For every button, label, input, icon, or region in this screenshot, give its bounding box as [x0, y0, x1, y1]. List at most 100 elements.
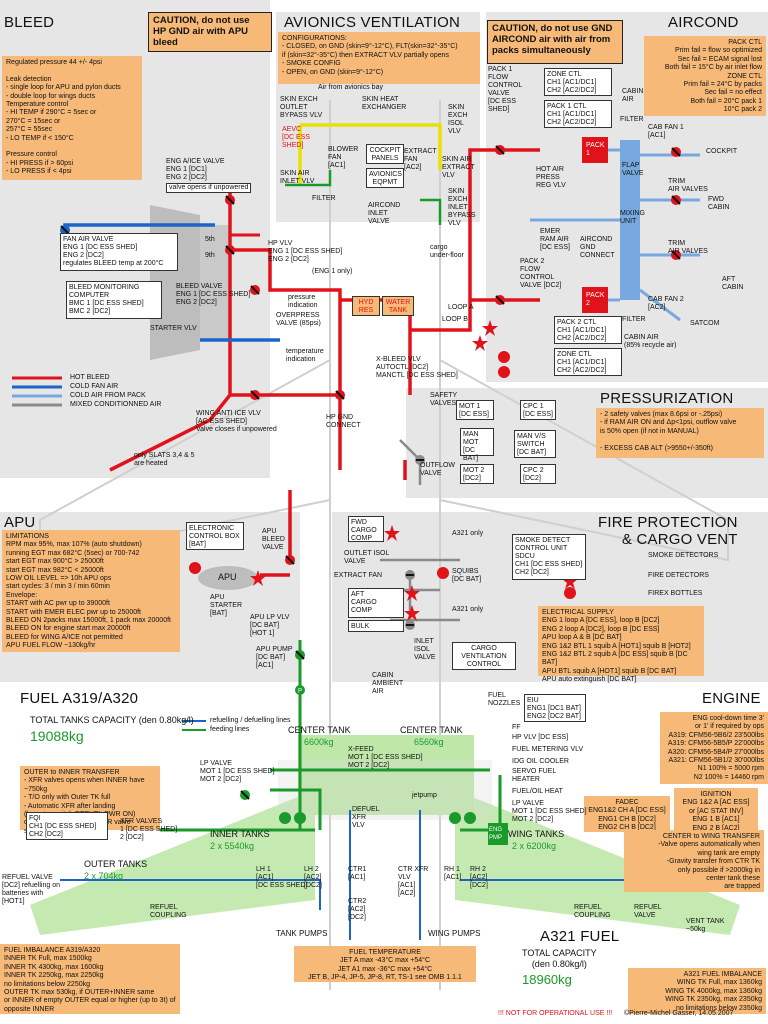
legend-fan-label: COLD FAN AIR — [70, 383, 119, 390]
hp-vlv-eng-label: HP VLV [DC ESS] — [512, 734, 569, 741]
water-tank-box: WATER TANK — [382, 296, 414, 316]
note-center-wing: CENTER to WING TRANSFER -Valve opens aut… — [624, 830, 764, 892]
fuselage-outline — [329, 100, 441, 990]
fuel-oil-heat-label: FUEL/OIL HEAT — [512, 788, 563, 795]
a321-only-1-label: A321 only — [452, 530, 484, 537]
wing-tanks-label: WING TANKS — [508, 829, 565, 839]
wing-tanks-value: 2 x 6200kg — [512, 841, 557, 851]
center-tank-right-label: CENTER TANK — [400, 725, 463, 735]
cpc2-box: CPC 2 [DC2] — [520, 464, 556, 484]
title-fuel: FUEL A319/A320 — [20, 690, 139, 707]
hp-gnd-connect-label: HP GND CONNECT — [326, 414, 361, 429]
center-tank-area — [298, 735, 474, 815]
a321-only-2-label: A321 only — [452, 606, 484, 613]
fqi-box: FQI CH1 [DC ESS SHED] CH2 [DC2] — [26, 812, 108, 840]
wing-aice-label: WING ANTI ICE VLV [AC ESS SHED] Valve cl… — [196, 410, 277, 433]
trim-air-label: TRIM AIR VALVES — [668, 178, 708, 193]
pack2-ctl-box: PACK 2 CTL CH1 [AC1/DC1] CH2 [AC2/DC2] — [554, 316, 622, 344]
fwd-cargo-box: FWD CARGO COMP — [348, 516, 384, 542]
fwd-cabin-label: FWD CABIN — [708, 196, 730, 211]
zone-ctl-top-box: ZONE CTL CH1 [AC1/DC1] CH2 [AC2/DC2] — [544, 68, 612, 96]
fuel-pumps — [279, 812, 476, 824]
title-a321fuel: A321 FUEL — [540, 928, 620, 945]
note-a321-imbalance: A321 FUEL IMBALANCE WING TK Full, max 13… — [628, 968, 766, 1014]
title-aircond: AIRCOND — [668, 14, 739, 31]
bulk-box: BULK — [348, 620, 404, 632]
svg-text:P: P — [298, 689, 302, 695]
ecb-box: ELECTRONIC CONTROL BOX [BAT] — [186, 522, 244, 550]
note-bleed: Regulated pressure 44 +/- 4psi Leak dete… — [2, 56, 142, 180]
cockpit-label: COCKPIT — [706, 148, 738, 155]
note-fadec: FADEC ENG1&2 CH A [DC ESS] ENG1 CH B [DC… — [584, 796, 670, 832]
vent-tank-label: VENT TANK ~50kg — [686, 918, 725, 933]
cpc1-box: CPC 1 [DC ESS] — [520, 400, 556, 420]
note-fuel-temp: FUEL TEMPERATURE JET A max -43°C max +54… — [294, 946, 476, 982]
refuel-legend-label: refuelling / defuelling lines — [210, 717, 291, 724]
apu-label: APU — [218, 572, 237, 582]
total-capacity-value: 19088kg — [30, 728, 84, 744]
pump-rh1-label: RH 1 [AC1] — [444, 866, 462, 881]
overpress-valve-label: OVERPRESS VALVE (85psi) — [276, 312, 321, 327]
pack1-flow-label: PACK 1 FLOW CONTROL VALVE [DC ESS SHED] — [488, 66, 523, 113]
apu-pump-label: APU PUMP [DC BAT] [AC1] — [256, 646, 293, 669]
skin-exch-inlet-label: SKIN EXCH INLET BYPASS VLV — [448, 188, 476, 227]
outflow-valve-label: OUTFLOW VALVE — [420, 462, 455, 477]
skin-air-inlet-label: SKIN AIR INLET VLV — [280, 170, 315, 185]
cabin-air2-label: CABIN AIR (85% recycle air) — [624, 334, 677, 349]
footer-warning: !!! NOT FOR OPERATIONAL USE !!! — [498, 1010, 613, 1017]
pack1-ctl-box: PACK 1 CTL CH1 [AC1/DC1] CH2 [AC2/DC2] — [544, 100, 612, 128]
title-engine: ENGINE — [702, 690, 761, 707]
aevc-label: AEVC [DC ESS SHED] — [282, 126, 311, 149]
firex-bottles — [189, 351, 576, 599]
right-wing-fuel-area — [455, 790, 740, 935]
ff-label: FF — [512, 724, 521, 731]
trim-air2-label: TRIM AIR VALVES — [668, 240, 708, 255]
title-pressurization: PRESSURIZATION — [600, 390, 734, 407]
cockpit-panels-box: COCKPIT PANELS — [366, 144, 404, 164]
filter-label: FILTER — [312, 195, 336, 202]
lp-valve-eng-label: LP VALVE MOT 1 [DC ESS SHED] MOT 2 [DC2] — [512, 800, 587, 823]
total-capacity-label: TOTAL TANKS CAPACITY (den 0.80kg/l) — [30, 715, 194, 725]
caution-bleed: CAUTION, do not use HP GND air with APU … — [148, 12, 272, 52]
left-wing-fuel-area — [30, 790, 315, 935]
cargo-underfloor-label: cargo under-floor — [430, 244, 464, 259]
avionics-eqpmt-box: AVIONICS EQPMT — [366, 168, 404, 188]
fuel-nozzles-label: FUEL NOZZLES — [488, 692, 521, 707]
pump-lh2-label: LH 2 [AC2] [DC2] — [304, 866, 322, 889]
air-from-avionics-label: Air from avionics bay — [318, 84, 383, 91]
valve-opens-label: valve opens if unpowered — [166, 183, 252, 193]
refuel-coupling-left-label: REFUEL COUPLING — [150, 904, 187, 919]
pump-ctr2-label: CTR2 [AC2] [DC2] — [348, 898, 367, 921]
valve-symbols: P — [60, 145, 681, 800]
inner-tanks-label: INNER TANKS — [210, 829, 270, 839]
tank-pumps-label: TANK PUMPS — [276, 929, 328, 938]
squibs-label: SQUIBS [DC BAT] — [452, 568, 482, 583]
title-avionics: AVIONICS VENTILATION — [284, 14, 460, 31]
pressure-indication-label: pressure indication — [288, 294, 318, 309]
outer-tanks-value: 2 x 704kg — [84, 871, 124, 881]
feed-legend-label: feeding lines — [210, 726, 250, 733]
starter-vlv-label: STARTER VLV — [150, 325, 197, 332]
center-tank-right-value: 6560kg — [414, 737, 444, 747]
refuel-valve-left-label: REFUEL VALVE [DC2] refuelling on batteri… — [2, 874, 60, 905]
cargo-vent-box: CARGO VENTILATION CONTROL — [452, 642, 516, 670]
legend-hot-label: HOT BLEED — [70, 374, 110, 381]
caution-aircond: CAUTION, do not use GND AIRCOND air with… — [487, 20, 623, 64]
hot-air-press-label: HOT AIR PRESS REG VLV — [536, 166, 566, 189]
legend-smoke-label: SMOKE DETECTORS — [648, 552, 719, 559]
refuel-valve-right-label: REFUEL VALVE — [634, 904, 662, 919]
skin-air-extract-label: SKIN AIR EXTRACT VLV — [442, 156, 475, 179]
skin-heat-exch-label: SKIN HEAT EXCHANGER — [362, 96, 407, 111]
center-tank-left-value: 6600kg — [304, 737, 334, 747]
zone-ctl-bot-box: ZONE CTL CH1 [AC1/DC1] CH2 [AC2/DC2] — [554, 348, 622, 376]
eng1-only-label: (ENG 1 only) — [312, 268, 353, 275]
apu-starter-label: APU STARTER [BAT] — [210, 594, 243, 617]
note-electrical-supply: ELECTRICAL SUPPLY ENG 1 loop A [DC ESS],… — [538, 606, 704, 683]
aircond-gnd-label: AIRCOND GND CONNECT — [580, 236, 615, 259]
safety-valves-label: SAFETY VALVES — [430, 392, 458, 407]
note-engine: ENG cool-down time 3' or 1' if required … — [660, 712, 768, 784]
mixing-unit-body — [620, 140, 640, 300]
a321-total-value: 18960kg — [522, 972, 572, 987]
note-pressurization: - 2 safety valves (max 8.6psi or -.25psi… — [596, 408, 764, 458]
defuel-xfr-label: DEFUEL XFR VLV — [352, 806, 380, 829]
